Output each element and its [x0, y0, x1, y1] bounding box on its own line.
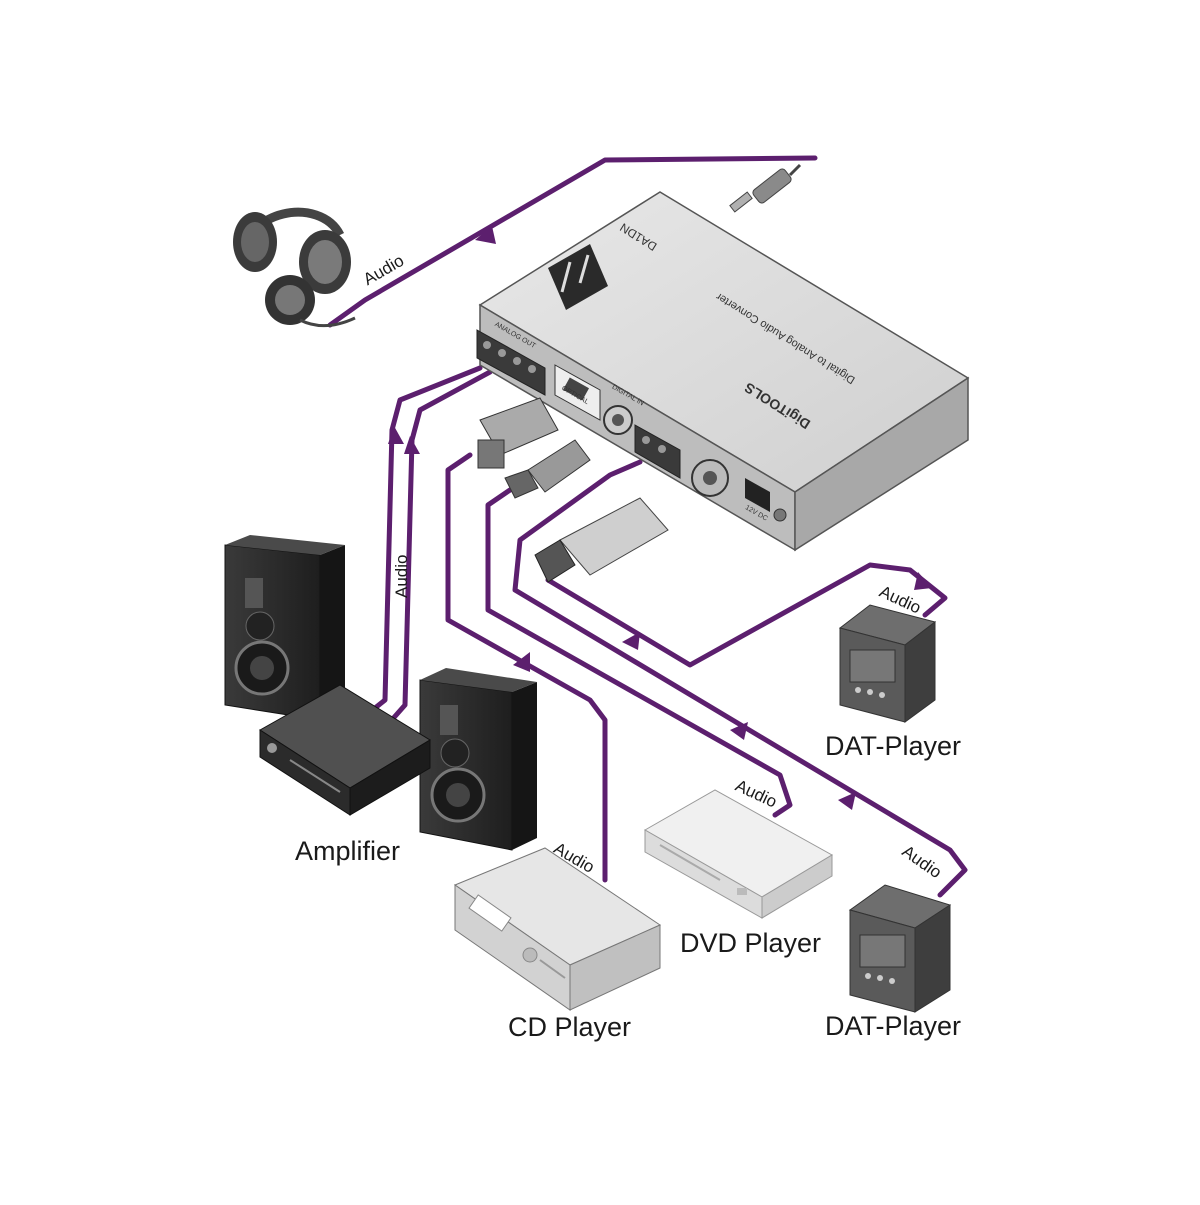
cd-player-icon — [453, 847, 662, 1011]
audio-jack-icon — [729, 163, 802, 213]
cable-cd — [443, 450, 610, 885]
cable-label-amplifier: Audio — [392, 554, 411, 598]
amplifier-icon — [259, 684, 431, 816]
bnc-connector — [534, 497, 669, 583]
cables — [325, 153, 970, 900]
device-label-cd-player: CD Player — [508, 1012, 632, 1042]
power-port — [745, 478, 787, 522]
device-label-amplifier: Amplifier — [295, 836, 401, 866]
headphones-icon — [233, 207, 356, 328]
device-label-dat-player-top: DAT-Player — [825, 731, 962, 761]
cable-dat-bottom — [510, 457, 970, 900]
dat-player-bottom-icon — [848, 884, 952, 1013]
optical-connector — [477, 397, 559, 469]
speaker-left-icon — [224, 535, 345, 721]
cable-amplifier — [365, 363, 495, 727]
device-label-dvd-player: DVD Player — [680, 928, 822, 958]
terminal-block-analog — [476, 329, 546, 396]
brand-logo — [548, 244, 608, 310]
signal-arrows — [388, 226, 932, 810]
dvd-player-icon — [643, 789, 833, 919]
terminal-block-digital — [634, 424, 681, 479]
cable-headphones — [325, 153, 820, 330]
bnc-port — [691, 459, 729, 497]
converter-device — [476, 191, 970, 583]
rca-connector — [504, 439, 591, 499]
device-label-dat-player-bottom: DAT-Player — [825, 1011, 962, 1041]
speaker-right-icon — [419, 668, 537, 851]
cable-dvd — [483, 485, 795, 820]
optical-port — [554, 364, 601, 421]
cable-dat-top — [543, 560, 950, 670]
dat-player-top-icon — [838, 604, 937, 723]
coax-port — [603, 405, 633, 435]
